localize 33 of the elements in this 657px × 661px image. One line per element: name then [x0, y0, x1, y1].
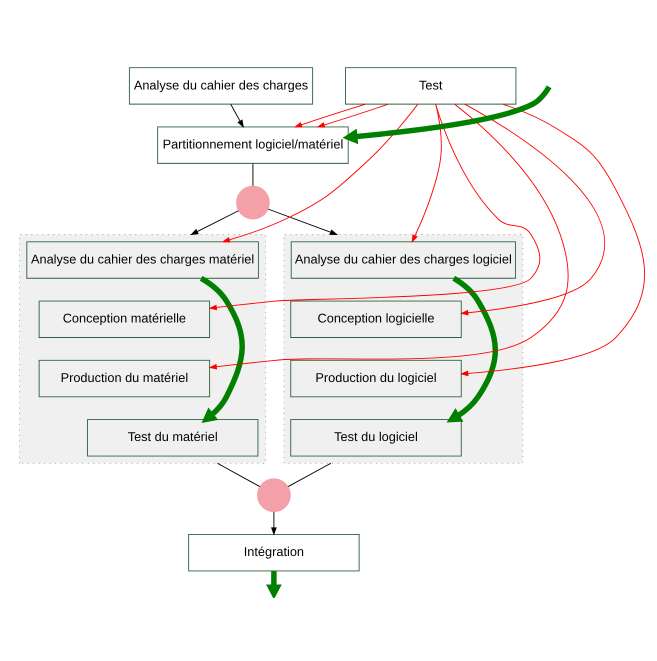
node-box: Partitionnement logiciel/matériel — [157, 126, 349, 164]
arrow — [460, 103, 645, 376]
node-box: Analyse du cahier des charges — [128, 66, 314, 104]
connector — [217, 462, 260, 486]
arrow — [271, 510, 277, 536]
node-box: Conception matérielle — [38, 300, 210, 338]
node-box: Production du logiciel — [290, 359, 462, 397]
arrow — [294, 103, 366, 127]
arrow — [208, 103, 569, 370]
arrow — [230, 103, 244, 128]
arrow — [266, 570, 282, 598]
arrow — [208, 104, 540, 310]
node-box: Intégration — [188, 533, 360, 571]
arrow — [222, 103, 418, 242]
arrow — [412, 103, 442, 242]
node-circle — [236, 185, 270, 219]
arrow — [316, 103, 389, 128]
arrow — [268, 208, 338, 234]
connector — [288, 462, 332, 486]
node-circle — [257, 478, 291, 512]
cluster — [19, 234, 266, 464]
connector — [252, 162, 254, 186]
node-box: Analyse du cahier des charges logiciel — [290, 240, 516, 278]
node-box: Analyse du cahier des charges matériel — [26, 240, 259, 278]
arrow — [460, 103, 606, 316]
node-box: Test du matériel — [87, 418, 258, 456]
node-box: Test — [345, 66, 516, 104]
node-box: Production du matériel — [38, 359, 210, 397]
node-box: Test du logiciel — [290, 418, 462, 456]
arrow — [446, 275, 498, 422]
arrow — [190, 210, 239, 235]
arrow — [342, 85, 552, 144]
node-box: Conception logicielle — [290, 300, 462, 338]
